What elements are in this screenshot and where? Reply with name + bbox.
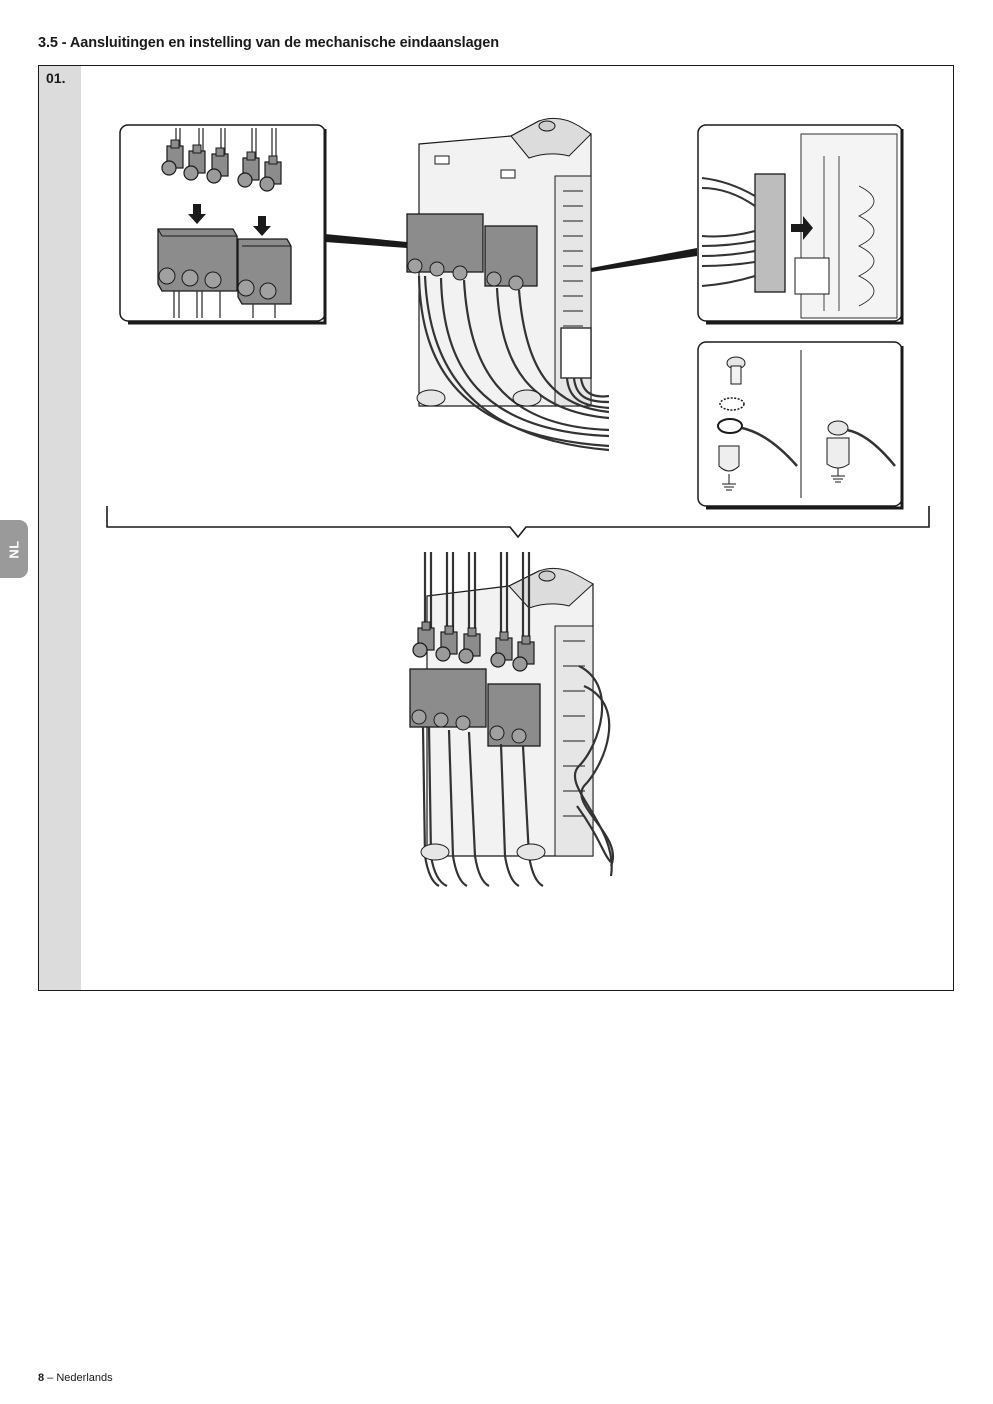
language-tab-label: NL (6, 539, 22, 559)
footer-separator: – (44, 1372, 57, 1384)
language-tab: NL (0, 520, 28, 578)
step-frame: 01. (38, 65, 954, 991)
control-unit-assembled (409, 552, 615, 888)
page-number: 8 (38, 1372, 45, 1384)
section-title: 3.5 - Aansluitingen en instelling van de… (38, 35, 500, 51)
inset-earth-connection (697, 341, 904, 510)
terminal-block-3-way (157, 228, 238, 292)
wiring-illustration (106, 117, 930, 888)
arrow-right-icon (791, 216, 813, 240)
ground-symbol-icon (831, 468, 845, 483)
footer-language: Nederlands (56, 1372, 113, 1384)
ring-terminal-icon (717, 418, 798, 467)
step-strip (39, 66, 81, 990)
ground-symbol-icon (722, 474, 736, 491)
grouping-bracket (106, 506, 930, 539)
arrow-down-icon (188, 204, 206, 224)
step-number: 01. (46, 70, 66, 86)
page-footer: 8 – Nederlands (38, 1372, 113, 1384)
inset-terminal-strip (697, 124, 904, 325)
inset-connector-plugging (119, 124, 327, 325)
arrow-down-icon (253, 216, 271, 236)
control-unit-top (406, 117, 610, 452)
screw-icon (726, 356, 746, 385)
lock-washer-icon (719, 397, 745, 411)
terminal-block-2-way (237, 238, 292, 305)
